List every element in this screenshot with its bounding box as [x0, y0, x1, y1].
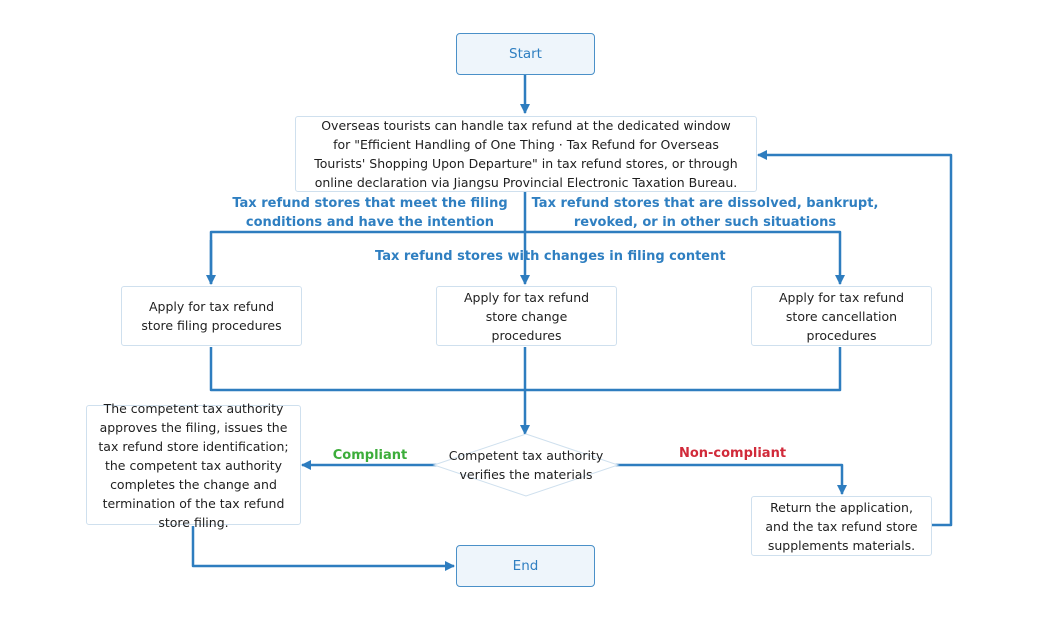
branch-label-change: Tax refund stores with changes in filing…: [375, 249, 726, 264]
arrow-approve-to-end: [191, 526, 455, 571]
end-node: End: [456, 545, 595, 587]
start-node: Start: [456, 33, 595, 75]
arrow-return-loop: [757, 150, 953, 527]
cancellation-step: Apply for tax refund store cancellation …: [751, 286, 932, 346]
approve-step: The competent tax authority approves the…: [86, 401, 301, 530]
label-non-compliant: Non-compliant: [678, 446, 787, 461]
arrow-non-compliant: [614, 463, 847, 495]
return-step: Return the application, and the tax refu…: [751, 496, 932, 556]
filing-step: Apply for tax refund store filing proced…: [121, 286, 302, 346]
entry-step: Overseas tourists can handle tax refund …: [295, 116, 757, 192]
label-compliant: Compliant: [332, 448, 408, 463]
branch-label-filing: Tax refund stores that meet the filing c…: [232, 196, 508, 230]
verify-decision: Competent tax authority verifies the mat…: [448, 448, 604, 482]
branch-label-cancellation: Tax refund stores that are dissolved, ba…: [531, 196, 879, 230]
change-step: Apply for tax refund store change proced…: [436, 286, 617, 346]
decision-diamond: [432, 433, 620, 497]
